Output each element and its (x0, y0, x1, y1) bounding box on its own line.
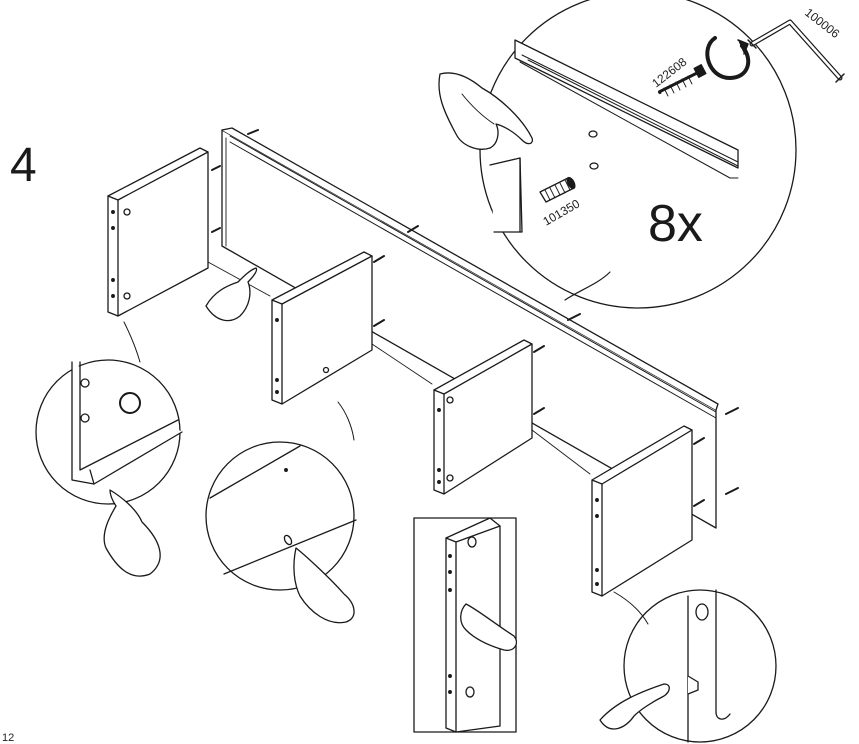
detail-circle-2 (205, 401, 357, 624)
quantity-label: 8x (648, 195, 703, 253)
side-panel-2 (271, 251, 373, 405)
page-number: 12 (2, 732, 15, 744)
screw-122608-icon (658, 64, 707, 97)
rotate-arrow-icon (705, 36, 751, 80)
side-panel-4 (591, 425, 693, 597)
hand-pointing-icon (205, 267, 258, 322)
detail-box (413, 517, 518, 733)
dowel-101350-icon (539, 176, 576, 203)
allen-key-100006-icon (747, 19, 845, 83)
detail-circle-1 (35, 321, 183, 577)
detail-circle-3 (599, 589, 777, 743)
back-panel (221, 127, 719, 529)
screw-marks (211, 129, 739, 507)
side-panel-1 (107, 147, 209, 317)
step-number: 4 (10, 139, 37, 192)
hand-pointing-icon (438, 72, 534, 150)
allen-key-id-label: 100006 (802, 5, 842, 41)
side-panel-3 (433, 339, 533, 495)
detail-zoom-circle (479, 0, 797, 309)
